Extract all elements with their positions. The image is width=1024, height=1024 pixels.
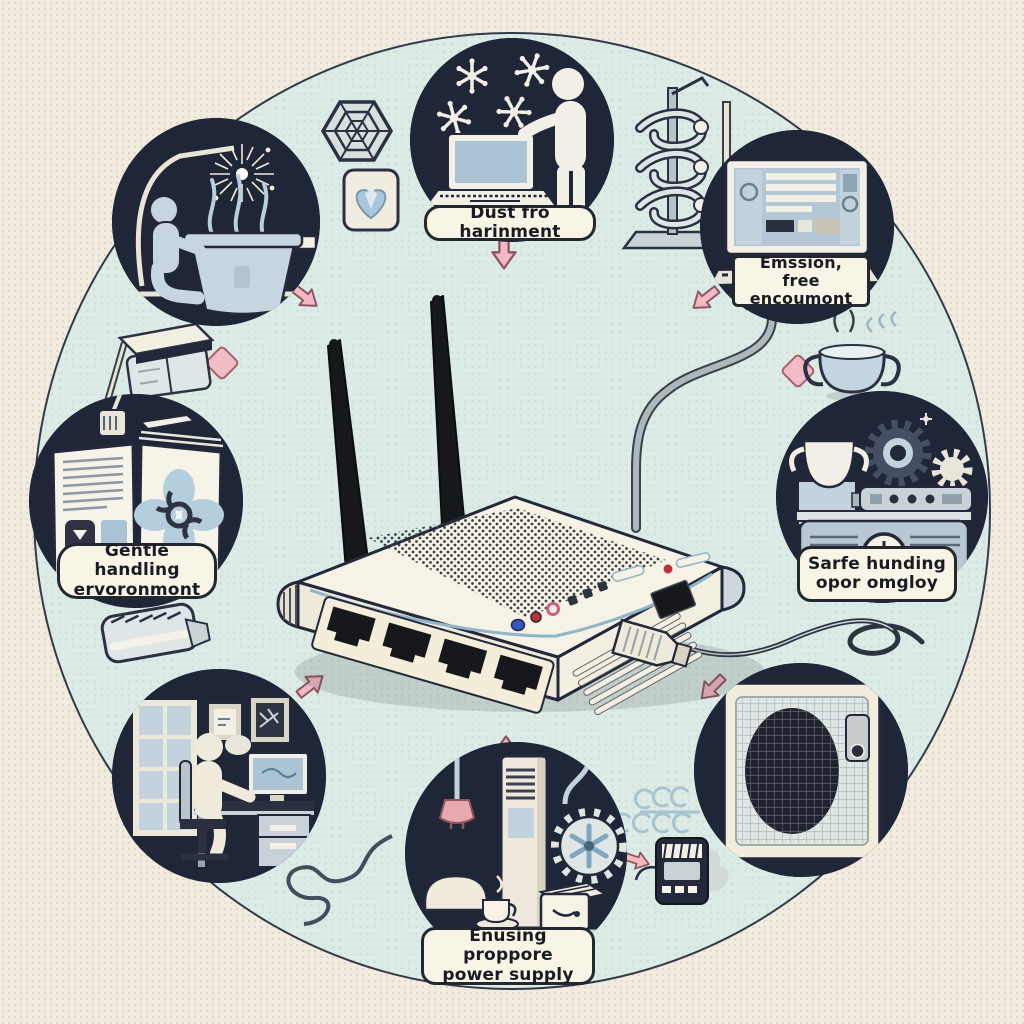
heart-badge-icon — [342, 168, 400, 232]
laptop-icon — [424, 133, 558, 207]
psu-box-icon — [538, 881, 608, 932]
label-safe-handling-line1: Sarfe hunding — [807, 553, 947, 574]
cable-loop — [685, 618, 925, 658]
label-dust-free-text: Dust fro harinment — [459, 202, 561, 242]
sparkle — [920, 413, 932, 425]
desktop-monitor-icon — [724, 158, 870, 256]
vignette-ac-unit — [694, 663, 908, 877]
label-safe-handling-line2: opor omgloy — [815, 573, 939, 593]
status-leds — [510, 552, 711, 632]
antenna-left — [327, 339, 369, 571]
vignette-sparkler-hazard — [112, 118, 320, 326]
arrow-sw-icon — [692, 285, 721, 309]
desk-monitor-icon — [247, 752, 309, 804]
hanging-plug-icon — [438, 746, 476, 829]
pen-icon — [138, 413, 197, 431]
cassette-icon — [100, 602, 211, 664]
squiggle-cable — [286, 834, 393, 926]
pot — [182, 231, 318, 316]
diamond-left-icon — [205, 346, 239, 380]
gear-icon — [864, 419, 932, 487]
teacup-icon — [803, 309, 901, 401]
label-emission-free-line1: Emssion, free — [759, 253, 843, 291]
power-meter-icon — [634, 837, 729, 905]
ethernet-ports — [311, 596, 555, 714]
base-lamp-icon — [423, 874, 489, 912]
fan-flower-icon — [134, 469, 224, 561]
power-tower-icon — [499, 754, 549, 930]
spider-web-icon — [320, 100, 394, 162]
ac-unit-icon — [722, 681, 882, 867]
wan-port — [650, 579, 696, 620]
wave-marks — [612, 786, 700, 834]
lamp-arm — [135, 145, 235, 287]
label-power-supply-line2: power supply — [442, 964, 574, 985]
fan-gear-icon — [551, 808, 627, 884]
seated-person-figure — [179, 733, 256, 861]
vignette-desk-workspace — [112, 669, 326, 883]
label-gentle-handling-line2: ervoronmont — [73, 579, 201, 600]
arrow-ne-icon — [295, 675, 324, 699]
label-safe-handling: Sarfe hunding opor omgloy — [797, 546, 957, 602]
device-on-shelf — [851, 486, 973, 512]
label-gentle-handling-line1: Gentle handling — [94, 541, 180, 581]
thought-bubble — [225, 735, 251, 755]
label-power-supply-line1: Enusing proppore — [463, 926, 553, 966]
label-emission-free: Emssion, free encoumont — [732, 253, 870, 308]
brush-cup-icon — [98, 394, 127, 437]
cable-connector — [611, 618, 693, 668]
antenna-right — [430, 295, 465, 527]
label-emission-free-line2: encoumont — [749, 288, 853, 308]
person-figure — [149, 195, 206, 305]
label-gentle-handling: Gentle handling ervoronmont — [57, 541, 217, 600]
router-illustration — [276, 295, 765, 716]
arrow-nw-icon — [700, 673, 727, 700]
star-gear-icon — [931, 448, 973, 490]
wall-frames — [207, 696, 291, 744]
label-dust-free: Dust fro harinment — [424, 202, 596, 242]
label-power-supply: Enusing proppore power supply — [421, 927, 595, 985]
ventilation-grille — [368, 508, 666, 618]
network-cable — [631, 313, 777, 533]
